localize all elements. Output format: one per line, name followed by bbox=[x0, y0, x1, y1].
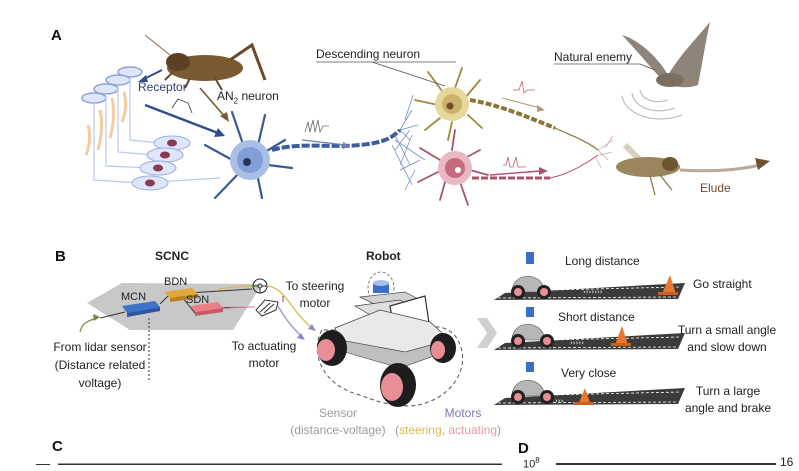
from-lidar-line-1: From lidar sensor bbox=[53, 340, 147, 354]
from-lidar-line-2: (Distance related bbox=[54, 358, 146, 372]
scenario-3-action-line-1: Turn a large bbox=[695, 384, 761, 398]
panel-d-y-top-left-tick: 108 bbox=[523, 456, 540, 471]
scenario-2-distance: Short distance bbox=[558, 310, 635, 324]
sdn-chip bbox=[190, 302, 223, 312]
mcn-chip bbox=[122, 301, 160, 313]
an2-spike-train bbox=[304, 119, 329, 134]
receptor-nuclei bbox=[145, 139, 177, 187]
cricket-icon bbox=[144, 34, 267, 91]
scnc-title: SCNC bbox=[155, 249, 190, 263]
scenario-2-action-line-1: Turn a small angle bbox=[677, 323, 777, 337]
motors-steering: steering bbox=[398, 423, 442, 437]
natural-enemy-label: Natural enemy bbox=[554, 50, 633, 64]
descending-neuron-label: Descending neuron bbox=[316, 47, 421, 61]
tick-exp: 8 bbox=[535, 456, 540, 465]
red-spike-train bbox=[503, 156, 526, 168]
paren-close: ) bbox=[497, 423, 502, 437]
sdn-label: SDN bbox=[186, 294, 210, 306]
motor-terminals bbox=[595, 135, 614, 169]
to-actuating-label: To actuating motor bbox=[224, 338, 304, 372]
sonar-waves bbox=[621, 89, 683, 120]
robot-icon bbox=[316, 271, 464, 407]
sensor-title: Sensor bbox=[318, 406, 358, 420]
mcn-label: MCN bbox=[121, 291, 147, 303]
scenario-very-close: ››› bbox=[494, 362, 685, 405]
to-steering-line-2: motor bbox=[299, 296, 331, 310]
scenario-3-action-line-2: angle and brake bbox=[684, 401, 772, 415]
receptor-fibers bbox=[93, 77, 221, 184]
sensor-subtitle: (distance-voltage) bbox=[290, 423, 386, 437]
panel-a-letter: A bbox=[51, 27, 62, 44]
panel-b-letter: B bbox=[55, 248, 66, 265]
scenario-1-action: Go straight bbox=[693, 277, 752, 291]
descending-neuron-red-icon bbox=[417, 129, 489, 206]
chevron-right-icon bbox=[477, 318, 497, 348]
steering-wire bbox=[266, 285, 313, 329]
an2-tail: neuron bbox=[238, 89, 279, 103]
an2-terminals bbox=[391, 94, 426, 186]
an2-neuron-icon bbox=[203, 110, 294, 200]
scenario-1-distance: Long distance bbox=[565, 254, 640, 268]
bdn-label: BDN bbox=[164, 276, 188, 288]
receptor-potential-trace bbox=[171, 98, 193, 114]
svg-text:›››››: ››››› bbox=[570, 339, 584, 347]
motors-label: Motors (steering, actuating) bbox=[388, 405, 508, 439]
motors-actuating: actuating bbox=[448, 423, 498, 437]
to-actuating-line-2: motor bbox=[248, 356, 280, 370]
an2-main: AN bbox=[217, 89, 234, 103]
receptor-hair-bundles bbox=[84, 91, 128, 156]
elude-label: Elude bbox=[700, 181, 731, 195]
sensor-label: Sensor (distance-voltage) bbox=[278, 405, 398, 439]
to-steering-label: To steering motor bbox=[280, 278, 350, 312]
descending-axon-yellow bbox=[469, 98, 556, 130]
receptor-label: Receptor bbox=[138, 80, 187, 94]
scenario-2-action-line-2: and slow down bbox=[687, 340, 767, 354]
svg-text:›››: ››› bbox=[555, 397, 564, 405]
scenario-3-distance: Very close bbox=[561, 366, 617, 380]
bat-icon bbox=[622, 22, 710, 88]
motors-title: Motors bbox=[444, 406, 482, 420]
panel-d-y-top-right-tick: 16 bbox=[780, 455, 794, 469]
comma: , bbox=[441, 423, 449, 437]
svg-text:›››››››: ››››››› bbox=[583, 288, 603, 296]
eluding-cricket-icon bbox=[616, 142, 680, 196]
from-lidar-label: From lidar sensor (Distance related volt… bbox=[40, 338, 160, 392]
scenario-short-distance: ››››› bbox=[494, 307, 685, 350]
panel-d-letter: D bbox=[518, 440, 529, 457]
yellow-spike bbox=[513, 80, 535, 94]
an2-sub: 2 bbox=[233, 96, 239, 106]
arrow-to-an2 bbox=[199, 87, 227, 119]
scenario-3-action: Turn a large angle and brake bbox=[683, 383, 773, 417]
bdn-chip bbox=[164, 288, 198, 298]
pedal-icon bbox=[255, 299, 279, 317]
paren-open: ( bbox=[394, 423, 399, 437]
from-lidar-line-3: voltage) bbox=[78, 376, 122, 390]
actuating-wire bbox=[277, 305, 303, 338]
scenario-2-action: Turn a small angle and slow down bbox=[668, 322, 786, 356]
descending-neuron-yellow-icon bbox=[414, 67, 483, 141]
elude-arrow bbox=[679, 163, 761, 173]
to-steering-line-1: To steering bbox=[285, 279, 345, 293]
panel-c-letter: C bbox=[52, 438, 63, 455]
robot-title: Robot bbox=[366, 249, 401, 263]
an2-neuron-label: AN2 neuron bbox=[217, 89, 279, 105]
to-actuating-line-1: To actuating bbox=[231, 339, 297, 353]
scenario-long-distance: ››››››› bbox=[494, 252, 685, 300]
scnc-board bbox=[87, 283, 262, 330]
arrow-receptor-to-an2 bbox=[144, 103, 219, 135]
an2-axon bbox=[271, 128, 402, 152]
